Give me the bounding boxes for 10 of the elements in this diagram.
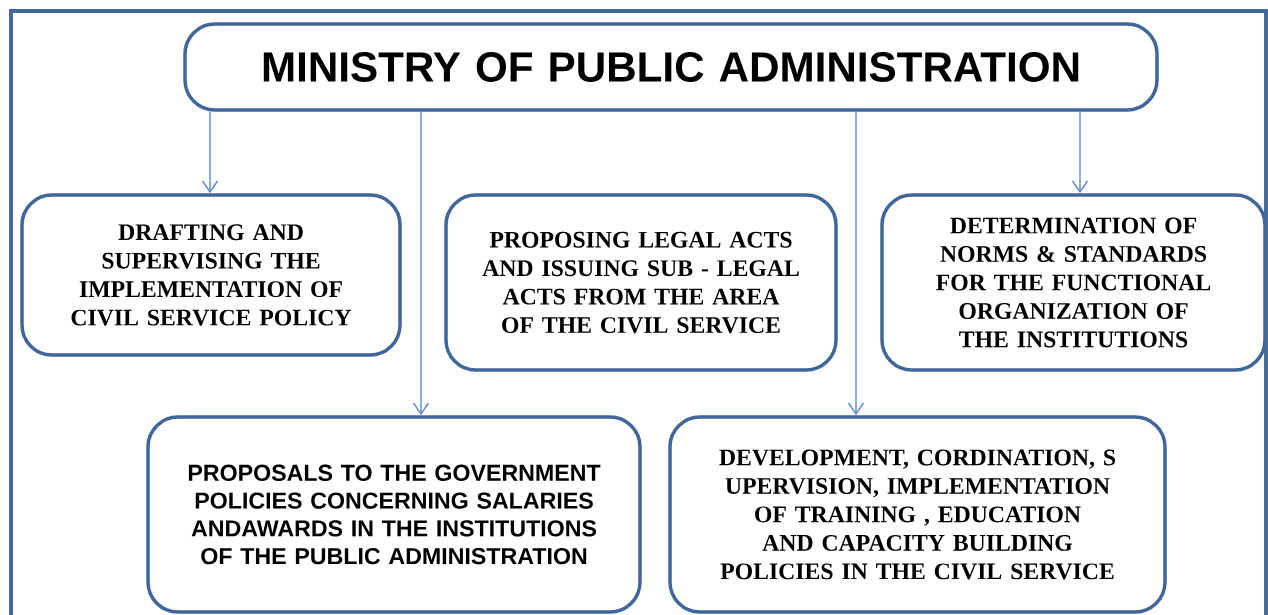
arrow — [412, 111, 430, 416]
process-box: DETERMINATION OF NORMS & STANDARDS FOR THE FUNCTIONAL ORGANIZATION OF THE INSTITUTIONS — [880, 193, 1267, 372]
process-box: DEVELOPMENT, CORDINATION, S UPERVISION, IMPLEMENTATION OF TRAINING , EDUCATION AND CAPACITY BUILDING POLICIES IN THE CIVIL SERVICE — [668, 415, 1167, 614]
process-box: DRAFTING AND SUPERVISING THE IMPLEMENTATION OF CIVIL SERVICE POLICY — [20, 193, 402, 357]
arrow — [1071, 111, 1089, 194]
process-box: PROPOSING LEGAL ACTS AND ISSUING SUB - LEGAL ACTS FROM THE AREA OF THE CIVIL SERVICE — [444, 193, 838, 372]
process-box: PROPOSALS TO THE GOVERNMENT POLICIES CONCERNING SALARIES ANDAWARDS IN THE INSTITUTIONS OF THE PUBLIC ADMINISTRATION — [146, 415, 642, 614]
arrow — [201, 111, 219, 194]
arrow — [847, 111, 865, 416]
title-box: MINISTRY OF PUBLIC ADMINISTRATION — [183, 22, 1159, 112]
